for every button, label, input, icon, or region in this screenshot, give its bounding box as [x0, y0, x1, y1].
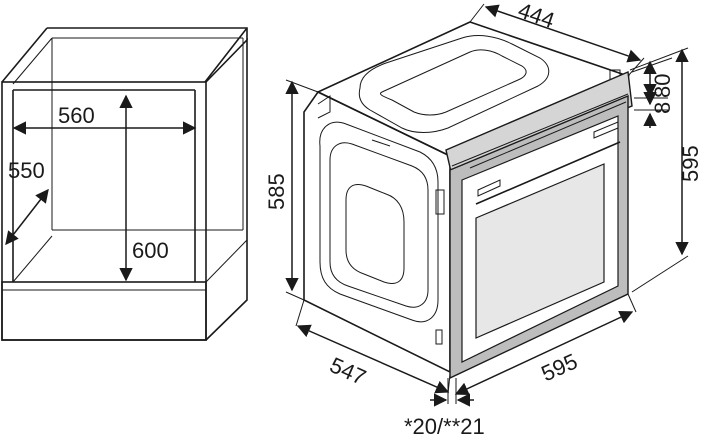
panel-gap-label: 8 [650, 102, 675, 114]
cabinet-drawing: 560 550 600 [1, 27, 248, 341]
cabinet-depth-label: 550 [8, 158, 45, 183]
oven-side-depth-label: 547 [326, 352, 370, 390]
oven-top-depth-label: 444 [515, 0, 558, 33]
oven-front-width-label: 595 [537, 349, 581, 387]
cabinet-height-label: 600 [132, 238, 169, 263]
oven-front-height-label: 595 [678, 145, 703, 182]
oven-drawing: 444 585 595 80 8 547 595 *20/** [264, 0, 703, 438]
door-offset-note: *20/**21 [404, 414, 485, 438]
oven-body-height-label: 585 [264, 173, 289, 210]
cabinet-width-label: 560 [58, 103, 95, 128]
panel-height-label: 80 [650, 74, 675, 98]
